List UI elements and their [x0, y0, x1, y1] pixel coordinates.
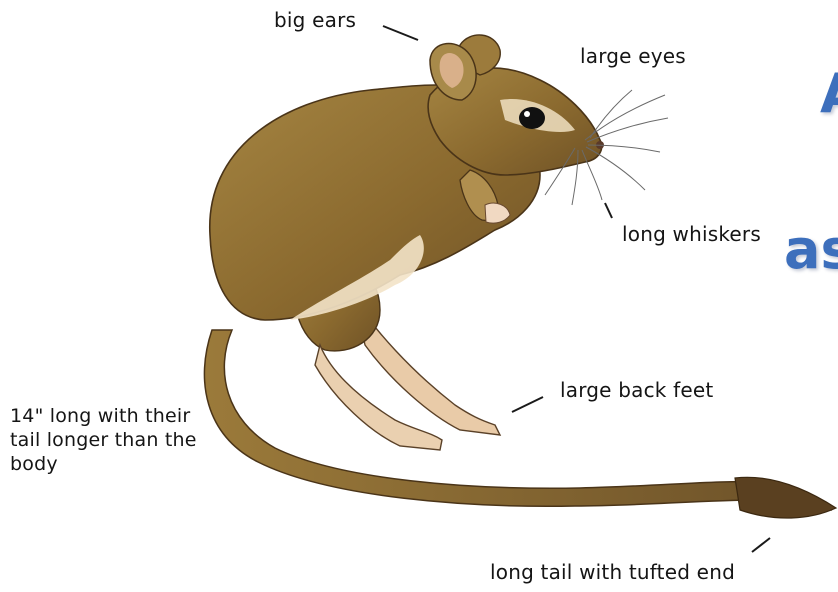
label-long-whiskers: long whiskers — [622, 222, 761, 246]
tail-tuft — [735, 477, 836, 518]
eye-highlight — [524, 111, 530, 117]
label-big-ears: big ears — [274, 8, 356, 32]
label-large-eyes: large eyes — [580, 44, 686, 68]
label-long-tail: long tail with tufted end — [490, 560, 735, 584]
title-fragment-middle: as — [784, 218, 838, 281]
label-size-note: 14" long with their tail longer than the… — [10, 404, 210, 476]
title-fragment-top: A — [820, 62, 838, 125]
eye — [519, 107, 545, 129]
label-large-back-feet: large back feet — [560, 378, 713, 402]
